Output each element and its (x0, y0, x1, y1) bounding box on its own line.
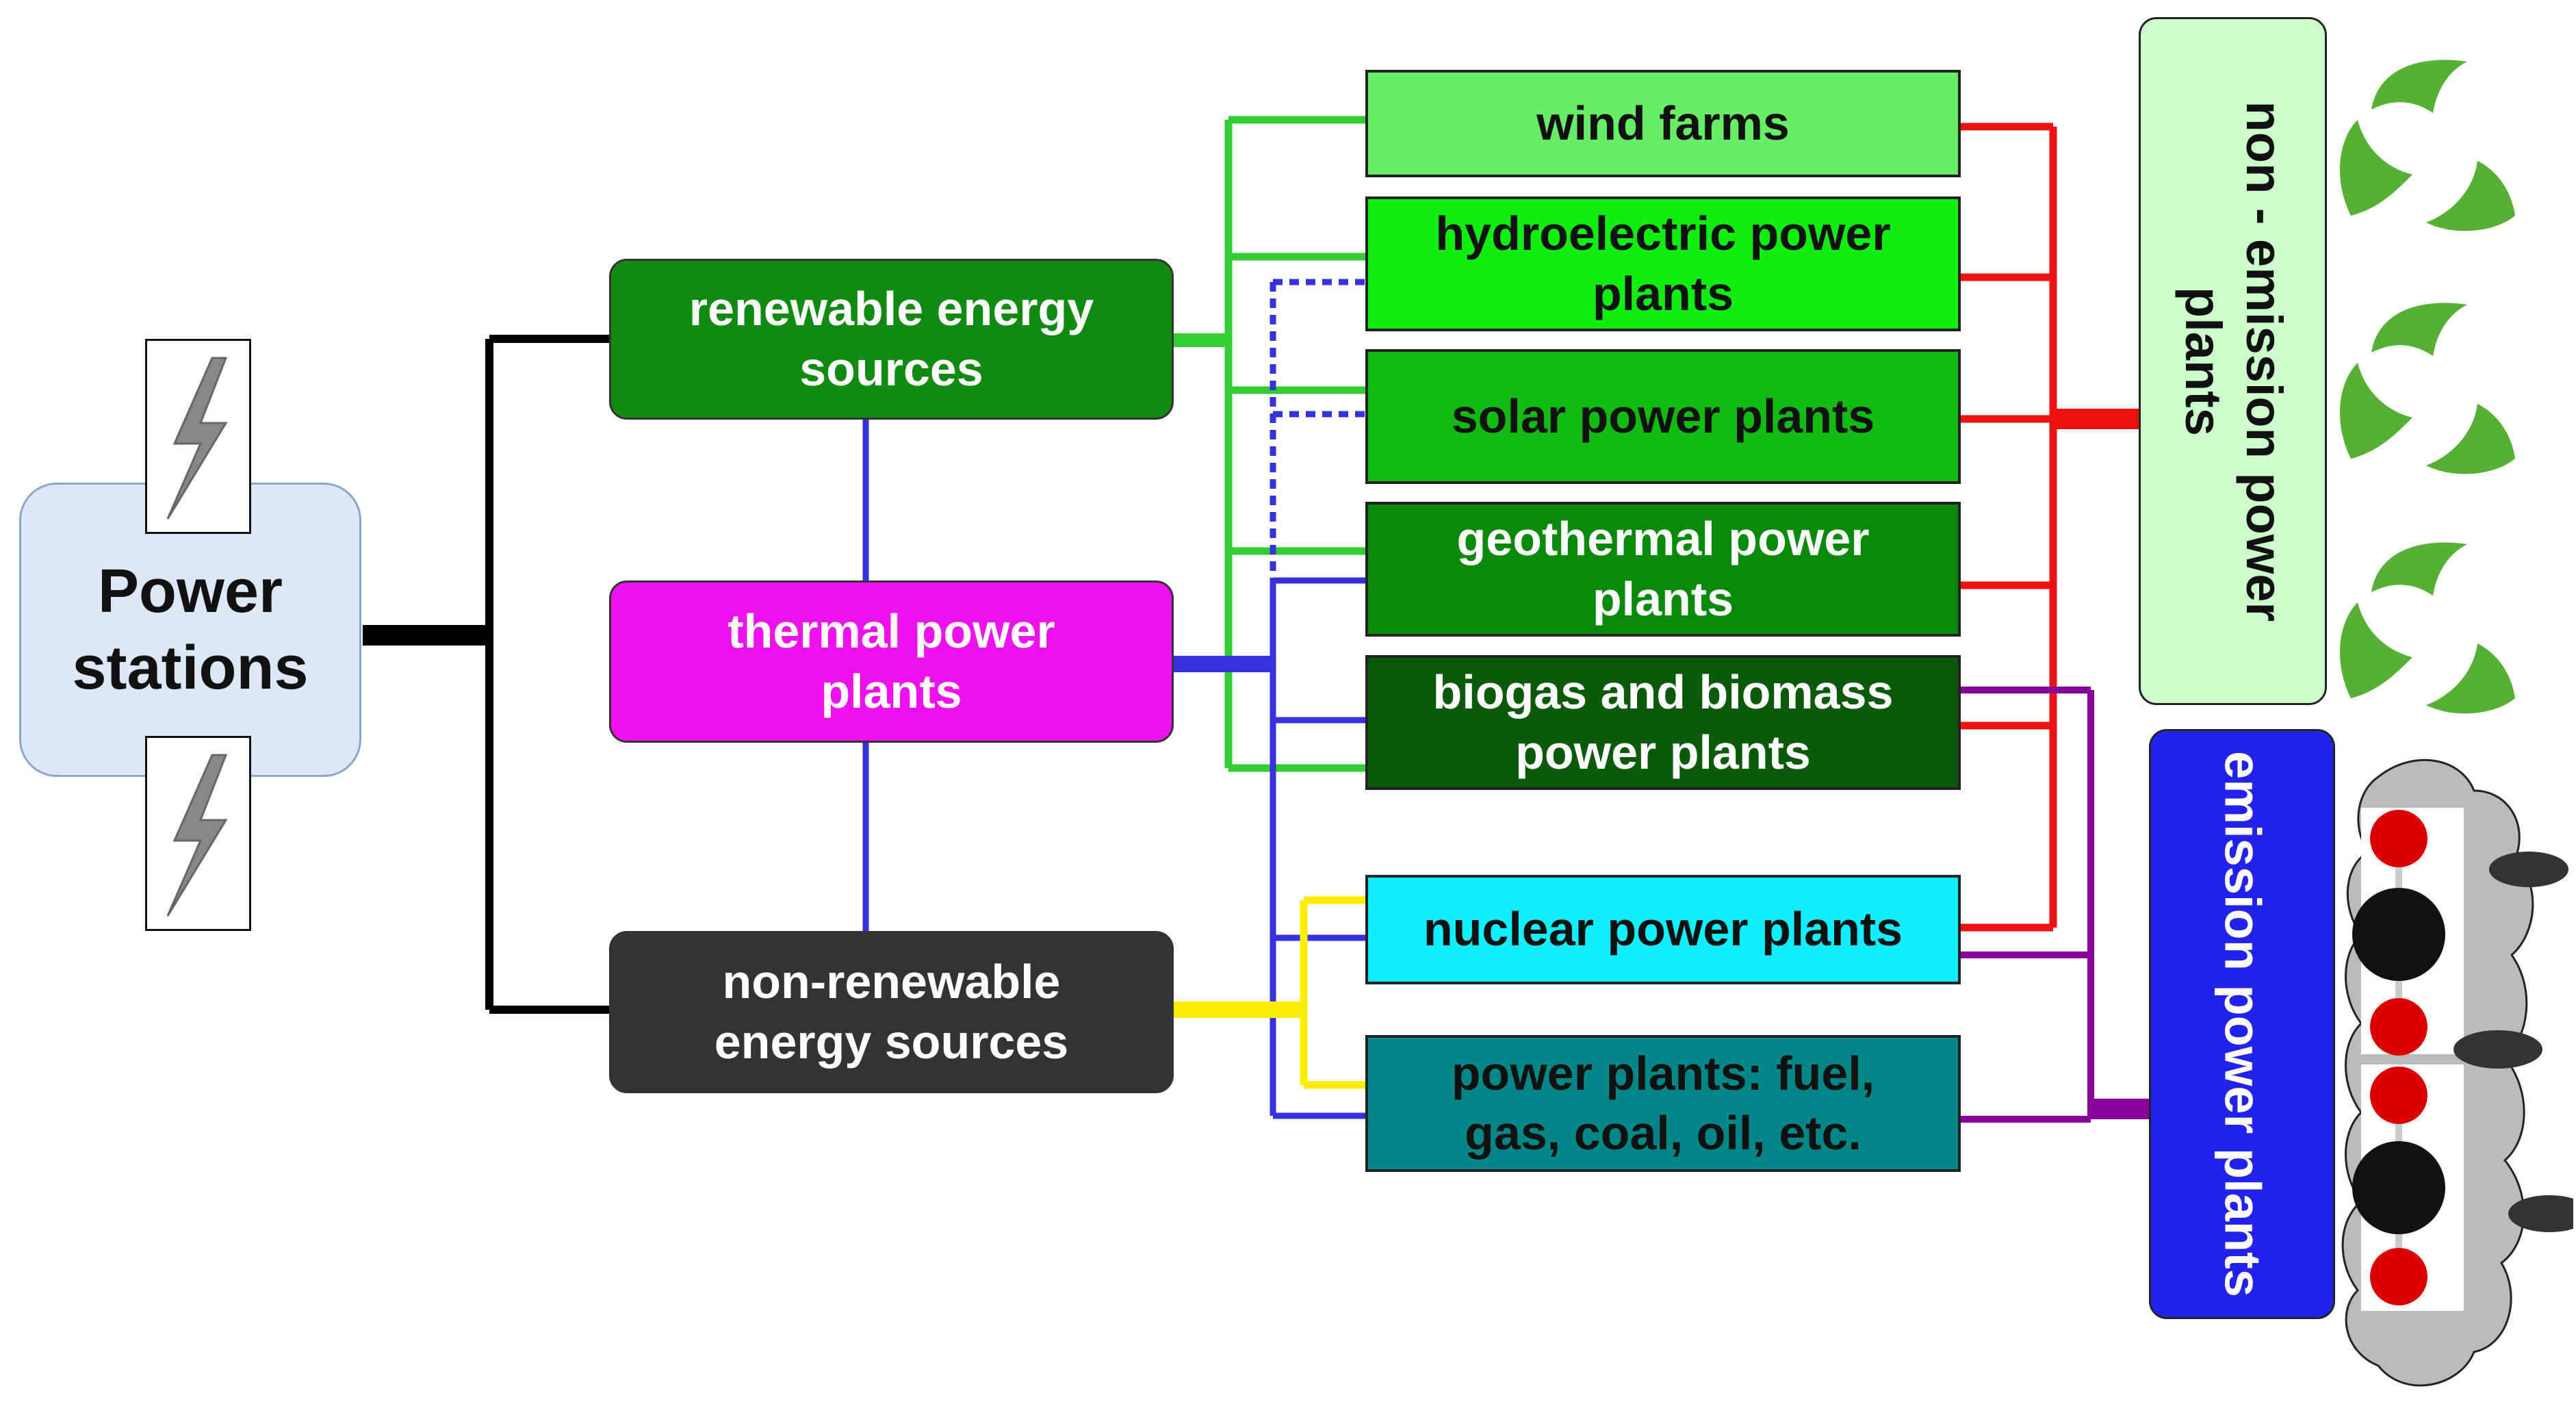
plant-fossil-fuel: power plants: fuel, gas, coal, oil, etc. (1365, 1035, 1961, 1172)
plant-solar: solar power plants (1365, 349, 1961, 484)
category-thermal: thermal power plants (609, 580, 1174, 743)
non-emission-label: non - emission power plants (2174, 101, 2293, 622)
root-connectors (363, 335, 609, 1014)
nonrenewable-connectors (1174, 896, 1365, 1089)
emission-box: emission power plants (2149, 729, 2335, 1319)
category-label: thermal power plants (727, 604, 1055, 718)
recycling-leaves-icon (2339, 303, 2515, 474)
category-nonrenewable: non-renewable energy sources (609, 931, 1174, 1093)
plant-label: nuclear power plants (1423, 902, 1903, 956)
emission-connectors (1961, 687, 2149, 1123)
category-renewable: renewable energy sources (609, 259, 1174, 420)
emission-label: emission power plants (2214, 751, 2271, 1297)
category-label: renewable energy sources (688, 282, 1094, 396)
plant-nuclear: nuclear power plants (1365, 875, 1961, 984)
power-stations-label: Power stations (72, 557, 309, 703)
plant-label: solar power plants (1451, 389, 1875, 443)
recycling-leaves-icon (2339, 542, 2515, 714)
co2-molecule-cloud-icon (2341, 758, 2573, 1387)
plant-hydroelectric: hydroelectric power plants (1365, 196, 1961, 331)
plant-label: biogas and biomass power plants (1432, 665, 1894, 779)
plant-label: wind farms (1536, 96, 1790, 150)
lightning-bolt-icon (145, 339, 251, 534)
plant-label: geothermal power plants (1456, 512, 1870, 626)
plant-biogas-biomass: biogas and biomass power plants (1365, 655, 1961, 790)
plant-label: power plants: fuel, gas, coal, oil, etc. (1451, 1046, 1875, 1160)
plant-label: hydroelectric power plants (1435, 207, 1891, 320)
recycling-leaves-icon (2339, 60, 2515, 231)
category-label: non-renewable energy sources (714, 955, 1069, 1069)
lightning-bolt-icon (145, 736, 251, 931)
thermal-connectors (1174, 279, 1365, 1119)
non-emission-box: non - emission power plants (2139, 17, 2327, 705)
plant-wind-farms: wind farms (1365, 70, 1961, 177)
non-emission-connectors (1961, 123, 2139, 932)
plant-geothermal: geothermal power plants (1365, 502, 1961, 637)
